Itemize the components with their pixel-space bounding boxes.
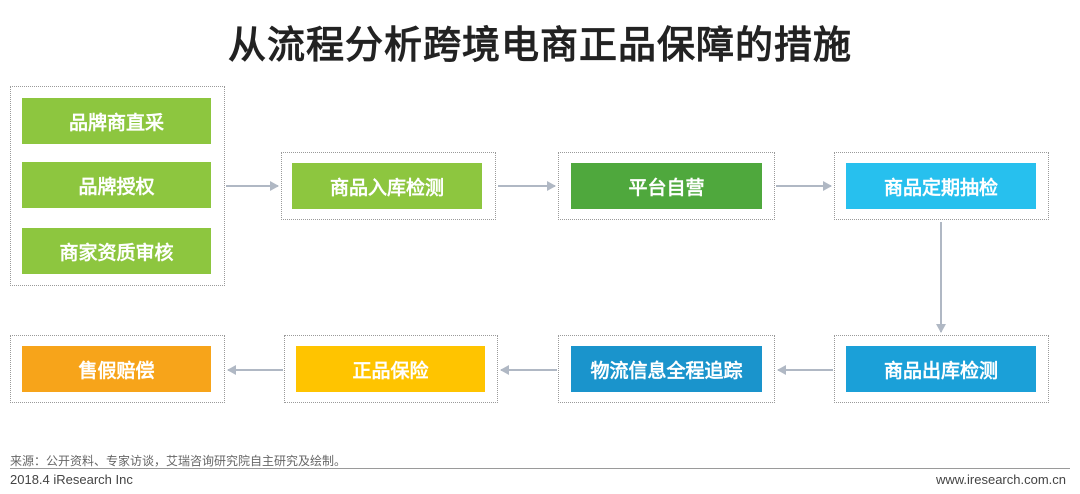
website-text: www.iresearch.com.cn (935, 472, 1066, 487)
page-title: 从流程分析跨境电商正品保障的措施 (227, 23, 852, 67)
start-group-frame (10, 86, 225, 286)
node-brand-direct-purchase: 品牌商直采 (22, 98, 211, 144)
node-frame-counterfeit-compensation (10, 335, 225, 403)
node-platform-self-operated: 平台自营 (571, 163, 762, 209)
node-outbound-inspection: 商品出库检测 (846, 346, 1036, 392)
node-brand-authorization: 品牌授权 (22, 162, 211, 208)
footer-divider (10, 468, 1070, 469)
node-merchant-qualification-review: 商家资质审核 (22, 228, 211, 274)
node-authenticity-insurance: 正品保险 (296, 346, 485, 392)
copyright-text: 2018.4 iResearch Inc (10, 472, 133, 487)
source-note: 来源：公开资料、专家访谈，艾瑞咨询研究院自主研究及绘制。 (10, 454, 347, 468)
node-logistics-tracking: 物流信息全程追踪 (571, 346, 762, 392)
node-counterfeit-compensation: 售假赔偿 (22, 346, 211, 392)
node-inbound-inspection: 商品入库检测 (292, 163, 482, 209)
node-frame-periodic-sampling (834, 152, 1049, 220)
node-frame-platform-self-operated (558, 152, 775, 220)
node-frame-inbound-inspection (281, 152, 496, 220)
node-frame-authenticity-insurance (284, 335, 498, 403)
node-frame-outbound-inspection (834, 335, 1049, 403)
node-frame-logistics-tracking (558, 335, 775, 403)
node-periodic-sampling: 商品定期抽检 (846, 163, 1036, 209)
